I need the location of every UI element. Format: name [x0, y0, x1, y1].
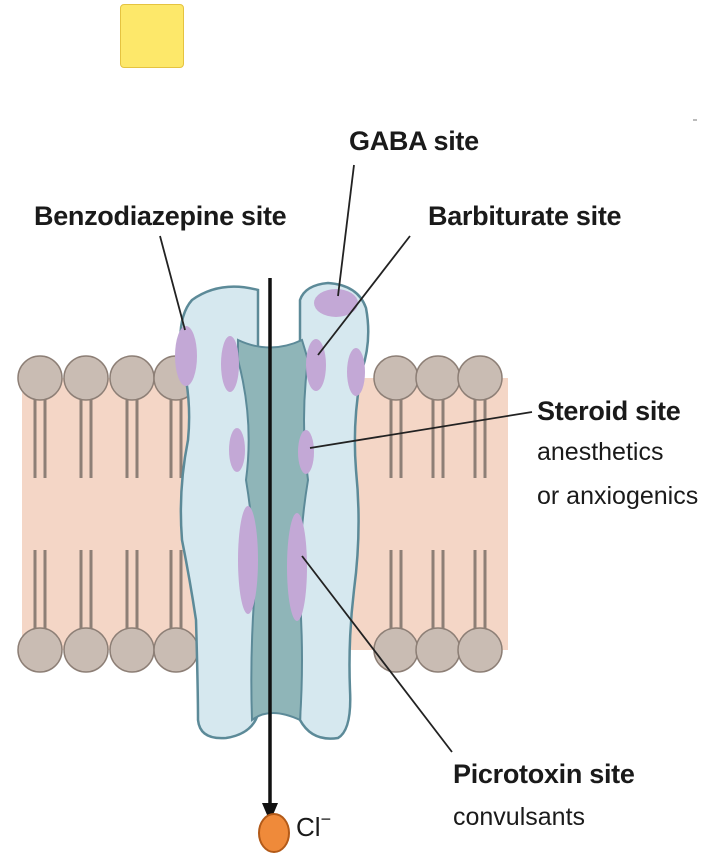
lipid-head: [374, 356, 418, 400]
barbiturate-binding-site: [306, 339, 326, 391]
gaba-a-receptor-channel: [180, 283, 368, 739]
benzodiazepine-binding-site: [175, 326, 197, 386]
steroid-site-label: Steroid site: [537, 398, 680, 425]
picrotoxin-binding-site: [287, 513, 307, 621]
gaba-site-label: GABA site: [349, 128, 479, 155]
lipid-head: [374, 628, 418, 672]
lipid-head: [110, 628, 154, 672]
lipid-head: [18, 356, 62, 400]
ion-symbol: Cl: [296, 812, 321, 842]
lipid-head: [458, 356, 502, 400]
picrotoxin-site-subtitle: convulsants: [453, 805, 585, 830]
chloride-ion: [259, 814, 289, 852]
ion-charge: −: [321, 809, 332, 829]
lipid-head: [110, 356, 154, 400]
lipid-head: [64, 628, 108, 672]
steroid-site-subtitle-2: or anxiogenics: [537, 484, 698, 509]
chloride-ion-label: Cl−: [296, 810, 331, 840]
benzodiazepine-leader: [160, 236, 185, 330]
lipid-head: [416, 628, 460, 672]
lipid-head: [64, 356, 108, 400]
benzodiazepine-site-label: Benzodiazepine site: [34, 203, 286, 230]
left-inner-site-upper: [221, 336, 239, 392]
left-inner-site-lower: [238, 506, 258, 614]
left-inner-site-middle: [229, 428, 245, 472]
right-outer-site: [347, 348, 365, 396]
lipid-head: [18, 628, 62, 672]
picrotoxin-site-label: Picrotoxin site: [453, 761, 635, 788]
lipid-head: [458, 628, 502, 672]
steroid-site-subtitle-1: anesthetics: [537, 440, 663, 465]
lipid-head: [154, 628, 198, 672]
steroid-binding-site: [298, 430, 314, 474]
gaba-leader: [338, 165, 354, 296]
lipid-head: [416, 356, 460, 400]
barbiturate-site-label: Barbiturate site: [428, 203, 621, 230]
